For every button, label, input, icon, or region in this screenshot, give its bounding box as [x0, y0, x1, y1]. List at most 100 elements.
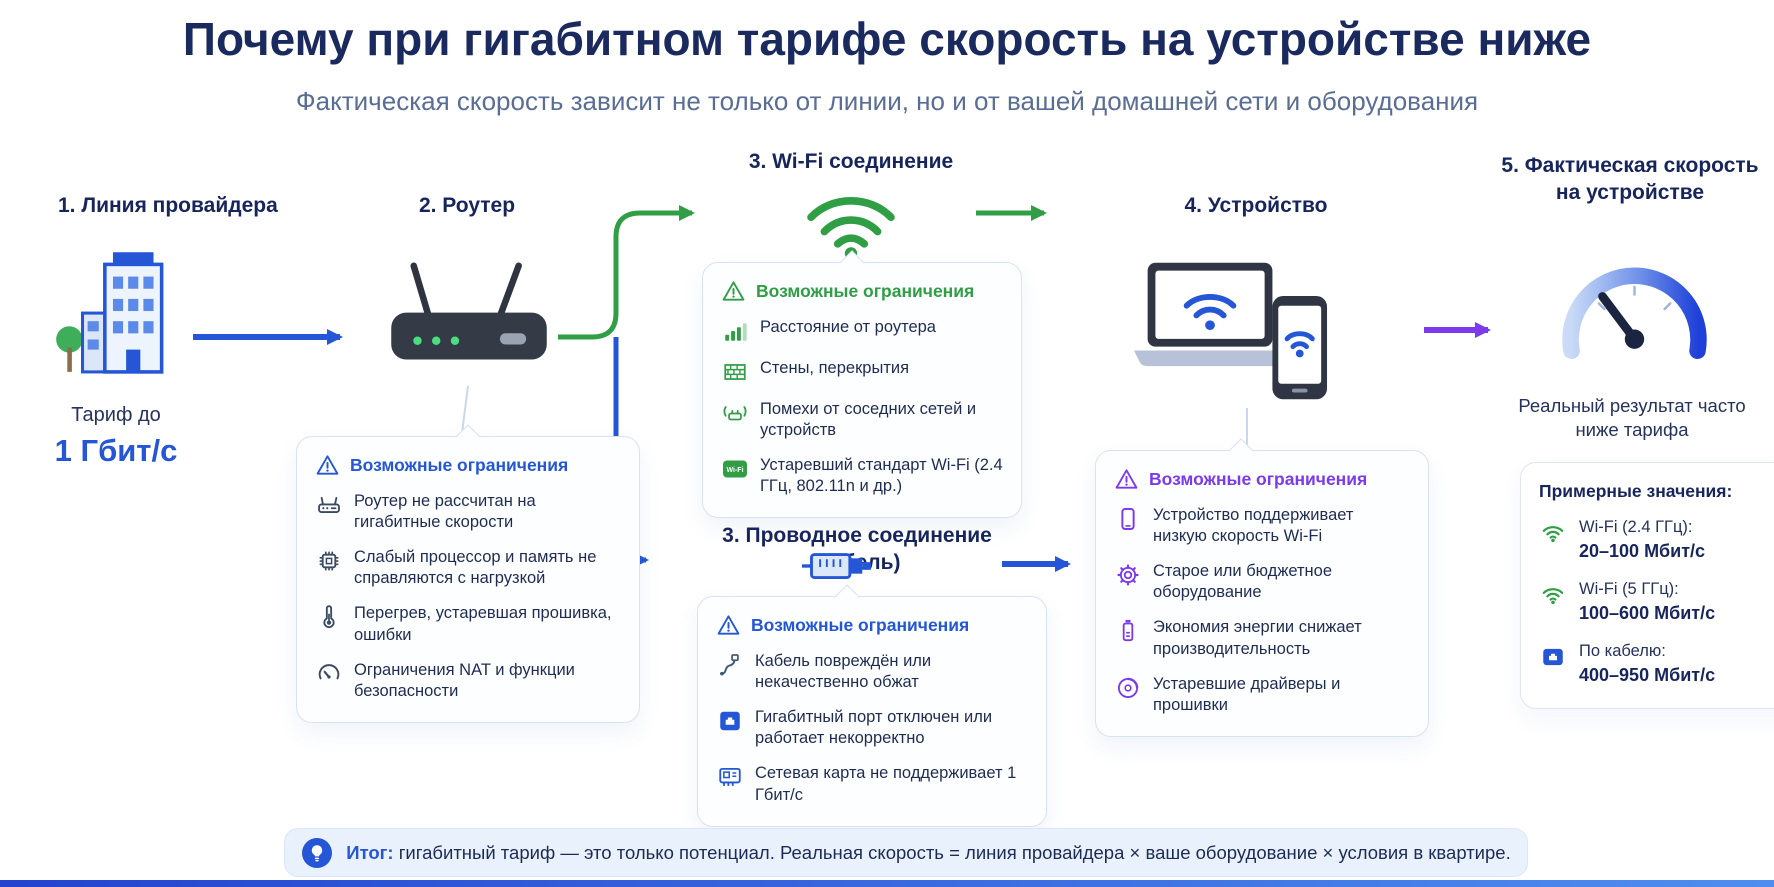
- limitation-text: Помехи от соседних сетей и устройств: [760, 400, 977, 440]
- limitation-item: Устаревшие драйверы и прошивки: [1114, 674, 1410, 716]
- limitations-title: Возможные ограничения: [350, 455, 569, 475]
- limitation-text: Перегрев, устаревшая прошивка, ошибки: [354, 604, 612, 644]
- limitations-title: Возможные ограничения: [751, 615, 970, 635]
- value-range: 20–100 Мбит/с: [1579, 541, 1706, 561]
- ethernet-icon: [1539, 642, 1567, 686]
- limitation-item: Стены, перекрытия: [721, 358, 1003, 385]
- wifi-standard-badge-icon: Wi-Fi: [721, 455, 748, 497]
- cpu-chip-icon: [315, 547, 342, 589]
- gauge-nat-icon: [315, 660, 342, 702]
- wifi-5-icon: [1539, 580, 1567, 624]
- page-title: Почему при гигабитном тарифе скорость на…: [182, 13, 1592, 65]
- warning-icon: [717, 615, 740, 635]
- limitation-text: Роутер не рассчитан на гигабитные скорос…: [354, 492, 536, 532]
- limitation-item: Экономия энергии снижает производительно…: [1114, 617, 1410, 659]
- page-subtitle: Фактическая скорость зависит не только о…: [295, 86, 1479, 116]
- driver-disc-icon: [1114, 674, 1141, 716]
- wired-limitations-box: Возможные ограничения Кабель повреждён и…: [697, 583, 1047, 827]
- values-title: Примерные значения:: [1539, 481, 1733, 501]
- limitation-item: Сетевая карта не поддерживает 1 Гбит/с: [716, 763, 1028, 805]
- value-row: Wi-Fi (2.4 ГГц): 20–100 Мбит/с: [1539, 518, 1774, 562]
- stage-label-wifi: 3. Wi-Fi соединение: [748, 150, 954, 173]
- stage-label-provider: 1. Линия провайдера: [58, 194, 278, 217]
- smartphone-icon: [1114, 505, 1141, 547]
- limitation-item: Помехи от соседних сетей и устройств: [721, 399, 1003, 441]
- wifi-limitations-header: Возможные ограничения: [721, 279, 1003, 304]
- value-range: 400–950 Мбит/с: [1579, 665, 1716, 685]
- callout-pointer: [834, 583, 860, 610]
- router-small-icon: [315, 491, 342, 533]
- limitations-title: Возможные ограничения: [1149, 469, 1368, 489]
- tariff-prefix: Тариф до: [71, 404, 161, 426]
- limitation-text: Экономия энергии снижает производительно…: [1153, 618, 1362, 658]
- value-row: По кабелю: 400–950 Мбит/с: [1539, 642, 1774, 686]
- limitation-item: Устройство поддерживает низкую скорость …: [1114, 505, 1410, 547]
- interference-icon: [721, 399, 748, 441]
- router-limitations-header: Возможные ограничения: [315, 453, 621, 478]
- limitation-text: Слабый процессор и память не справляются…: [354, 548, 597, 588]
- limitation-text: Кабель повреждён или некачественно обжат: [755, 652, 932, 692]
- tariff-value: 1 Гбит/с: [54, 433, 178, 468]
- summary-text: гигабитный тариф — это только потенциал.…: [398, 841, 1511, 863]
- summary-text-wrap: Итог: гигабитный тариф — это только поте…: [346, 842, 1510, 864]
- wifi-limitations-box: Возможные ограничения Расстояние от роут…: [702, 249, 1022, 519]
- value-name: Wi-Fi (5 ГГц):: [1579, 580, 1679, 598]
- connector-router-to-wifi: [558, 205, 695, 340]
- limitation-text: Устройство поддерживает низкую скорость …: [1153, 506, 1354, 546]
- devices-icon: [1133, 262, 1328, 400]
- thermometer-icon: [315, 603, 342, 645]
- battery-icon: [1114, 617, 1141, 659]
- summary-bar: Итог: гигабитный тариф — это только поте…: [284, 828, 1528, 877]
- limitation-item: Ограничения NAT и функции безопасности: [315, 660, 621, 702]
- limitation-text: Ограничения NAT и функции безопасности: [354, 660, 575, 700]
- stage-label-router: 2. Роутер: [418, 194, 516, 217]
- limitation-text: Старое или бюджетное оборудование: [1153, 562, 1333, 602]
- value-name: По кабелю:: [1579, 642, 1666, 660]
- device-limitations-header: Возможные ограничения: [1114, 467, 1410, 492]
- summary-label: Итог:: [346, 841, 394, 863]
- limitation-text: Гигабитный порт отключен или работает не…: [755, 708, 993, 748]
- limitation-item: Перегрев, устаревшая прошивка, ошибки: [315, 603, 621, 645]
- limitation-text: Стены, перекрытия: [760, 359, 910, 377]
- limitation-text: Сетевая карта не поддерживает 1 Гбит/с: [755, 764, 1017, 804]
- limitation-item: Wi-Fi Устаревший стандарт Wi-Fi (2.4 ГГц…: [721, 455, 1003, 497]
- limitation-text: Устаревшие драйверы и прошивки: [1153, 674, 1341, 714]
- limitations-title: Возможные ограничения: [756, 281, 975, 301]
- stage-label-device: 4. Устройство: [1184, 194, 1328, 217]
- limitation-text: Расстояние от роутера: [760, 318, 936, 336]
- result-caption: Реальный результат часто ниже тарифа: [1518, 395, 1746, 441]
- building-icon: [56, 252, 164, 374]
- warning-icon: [316, 455, 339, 475]
- value-range: 100–600 Мбит/с: [1579, 603, 1716, 623]
- router-limitations-box: Возможные ограничения Роутер не рассчита…: [296, 423, 640, 723]
- limitation-item: Гигабитный порт отключен или работает не…: [716, 707, 1028, 749]
- callout-pointer: [455, 423, 481, 450]
- callout-pointer: [1228, 437, 1254, 464]
- limitation-item: Кабель повреждён или некачественно обжат: [716, 651, 1028, 693]
- damaged-cable-icon: [716, 651, 743, 693]
- svg-text:Wi-Fi: Wi-Fi: [726, 467, 743, 474]
- network-card-icon: [716, 763, 743, 805]
- speedometer-icon: [1562, 267, 1707, 360]
- gear-icon: [1114, 561, 1141, 603]
- stage-label-result: 5. Фактическая скорость на устройстве: [1501, 154, 1759, 205]
- router-icon: [391, 262, 547, 360]
- wall-icon: [721, 358, 748, 385]
- signal-bars-icon: [721, 317, 748, 344]
- limitation-item: Слабый процессор и память не справляются…: [315, 547, 621, 589]
- warning-icon: [722, 281, 745, 301]
- cable-icon: [801, 553, 871, 579]
- bottom-accent-strip: [0, 880, 1774, 887]
- limitation-item: Старое или бюджетное оборудование: [1114, 561, 1410, 603]
- warning-icon: [1115, 469, 1138, 489]
- lightbulb-icon: [302, 837, 333, 868]
- limitation-text: Устаревший стандарт Wi-Fi (2.4 ГГц, 802.…: [760, 456, 1003, 496]
- value-name: Wi-Fi (2.4 ГГц):: [1579, 518, 1693, 536]
- wired-limitations-header: Возможные ограничения: [716, 613, 1028, 638]
- device-limitations-box: Возможные ограничения Устройство поддерж…: [1095, 437, 1429, 737]
- tariff-block: Тариф до 1 Гбит/с: [36, 404, 196, 469]
- limitation-item: Расстояние от роутера: [721, 317, 1003, 344]
- limitation-item: Роутер не рассчитан на гигабитные скорос…: [315, 491, 621, 533]
- value-row: Wi-Fi (5 ГГц): 100–600 Мбит/с: [1539, 580, 1774, 624]
